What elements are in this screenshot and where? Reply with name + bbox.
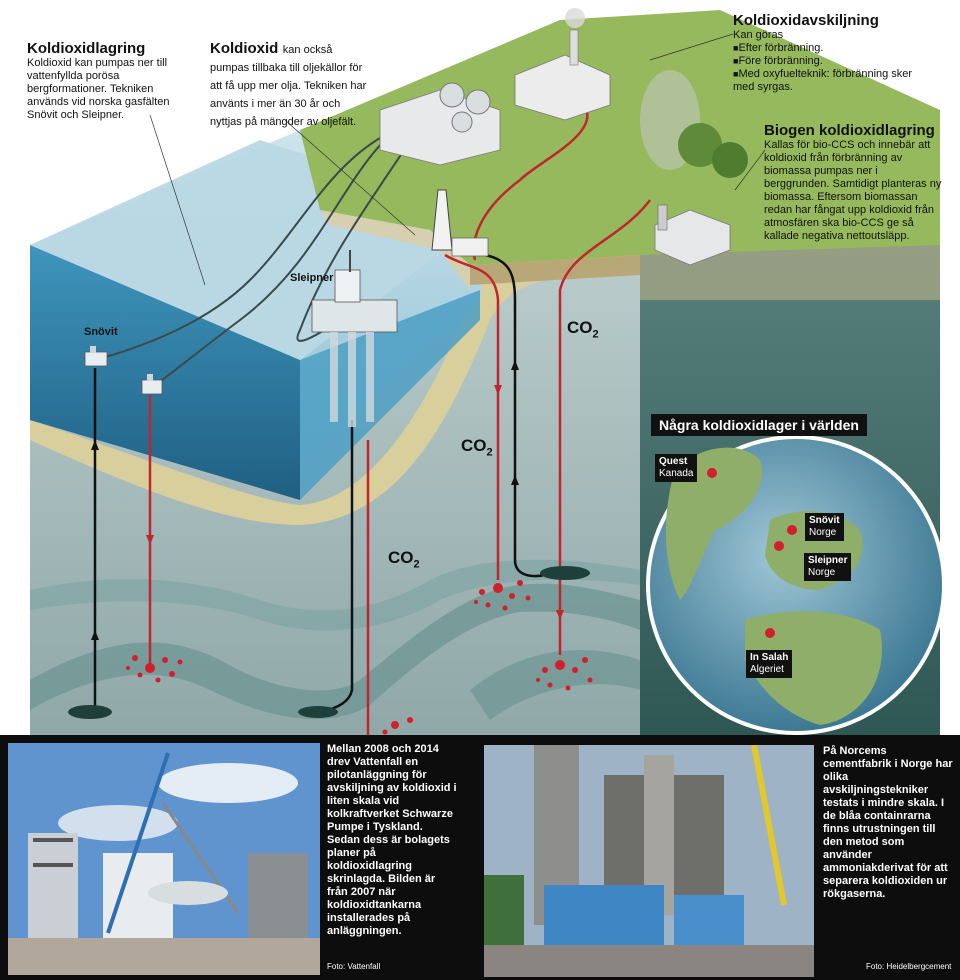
site-sleipner-dot xyxy=(774,541,784,551)
photo-panel: Mellan 2008 och 2014 drev Vattenfall en … xyxy=(0,735,960,980)
site-snovit-dot xyxy=(787,525,797,535)
separation-list: Efter förbränning. Före förbränning. Med… xyxy=(733,42,933,94)
intro-block: Koldioxidlagring Koldioxid kan pumpas ne… xyxy=(27,40,187,122)
vattenfall-photo xyxy=(8,743,320,975)
left-caption: Mellan 2008 och 2014 drev Vattenfall en … xyxy=(327,743,457,937)
eor-body: kan också pumpas tillbaka till oljekällo… xyxy=(210,44,367,128)
co2-label-1: CO2 xyxy=(567,318,599,341)
arrow-down-snovit xyxy=(146,535,154,545)
arrow-down-land xyxy=(556,610,564,620)
co2-dots-eor xyxy=(474,580,531,611)
eor-block: Koldioxid kan också pumpas tillbaka till… xyxy=(210,40,370,130)
sleipner-platform-icon xyxy=(311,250,398,427)
separation-block: Koldioxidavskiljning Kan göras Efter för… xyxy=(733,12,933,94)
well-eor-black xyxy=(484,253,546,578)
arrow-up-eor xyxy=(511,360,519,370)
sea-left-face xyxy=(30,245,300,500)
site-insalah-dot xyxy=(765,628,775,638)
co2-dots-sleipner xyxy=(382,717,413,735)
separation-title: Koldioxidavskiljning xyxy=(733,12,879,29)
separation-item: Före förbränning. xyxy=(733,55,933,68)
storage-formation-3 xyxy=(470,650,640,720)
coast xyxy=(320,210,470,290)
continent-africa xyxy=(745,611,882,725)
arrow-up-snovit xyxy=(91,440,99,450)
storage-formation-2 xyxy=(30,559,640,631)
continent-americas xyxy=(665,447,762,600)
sleipner-label: Sleipner xyxy=(290,272,334,284)
oil-pocket xyxy=(540,566,590,580)
co2-dots-land xyxy=(536,657,593,691)
gas-pocket-left xyxy=(68,705,112,719)
co2-label-3: CO2 xyxy=(388,548,420,571)
right-credit: Foto: Heidelbergcement xyxy=(866,962,952,971)
sediment-band xyxy=(30,252,640,525)
snovit-platform-icon xyxy=(84,346,163,395)
right-caption: På Norcems cementfabrik i Norge har olik… xyxy=(823,745,953,900)
bioccs-block: Biogen koldioxidlagring Kallas för bio-C… xyxy=(764,122,944,243)
co2-dots-snovit xyxy=(126,655,183,683)
arrow-up-eor-2 xyxy=(511,475,519,485)
world-map-title: Några koldioxidlager i världen xyxy=(651,414,867,436)
heidelbergcement-photo xyxy=(484,745,814,977)
pipeline-2 xyxy=(154,129,396,386)
storage-formation-1 xyxy=(30,583,640,720)
separation-lead: Kan göras xyxy=(733,29,784,41)
sea-right-face xyxy=(300,290,480,500)
bioccs-body: Kallas för bio-CCS och innebär att koldi… xyxy=(764,139,942,242)
arrow-up-snovit-2 xyxy=(91,630,99,640)
eor-title: Koldioxid xyxy=(210,40,279,57)
power-plant-icon xyxy=(379,82,501,166)
pipeline-1 xyxy=(94,129,396,361)
oil-rig-icon xyxy=(431,189,489,257)
intro-body: Koldioxid kan pumpas ner till vattenfyll… xyxy=(27,57,170,121)
pipeline-3 xyxy=(296,109,431,342)
bioccs-title: Biogen koldioxidlagring xyxy=(764,122,935,139)
separation-item: Efter förbränning. xyxy=(733,42,933,55)
site-quest-dot xyxy=(707,468,717,478)
arrow-down-eor xyxy=(494,385,502,395)
intro-title: Koldioxidlagring xyxy=(27,40,146,57)
well-eor-red xyxy=(444,253,500,580)
bio-plant-icon xyxy=(640,70,748,266)
pipe-land-red xyxy=(558,199,651,655)
factory-icon xyxy=(514,8,611,121)
separation-item: Med oxyfuelteknik: förbränning sker med … xyxy=(733,68,933,94)
left-credit: Foto: Vattenfall xyxy=(327,962,381,971)
snovit-label: Snövit xyxy=(84,326,118,338)
pipe-plant-red xyxy=(472,99,589,261)
co2-label-2: CO2 xyxy=(461,436,493,459)
gas-pocket-sleipner xyxy=(298,706,338,718)
